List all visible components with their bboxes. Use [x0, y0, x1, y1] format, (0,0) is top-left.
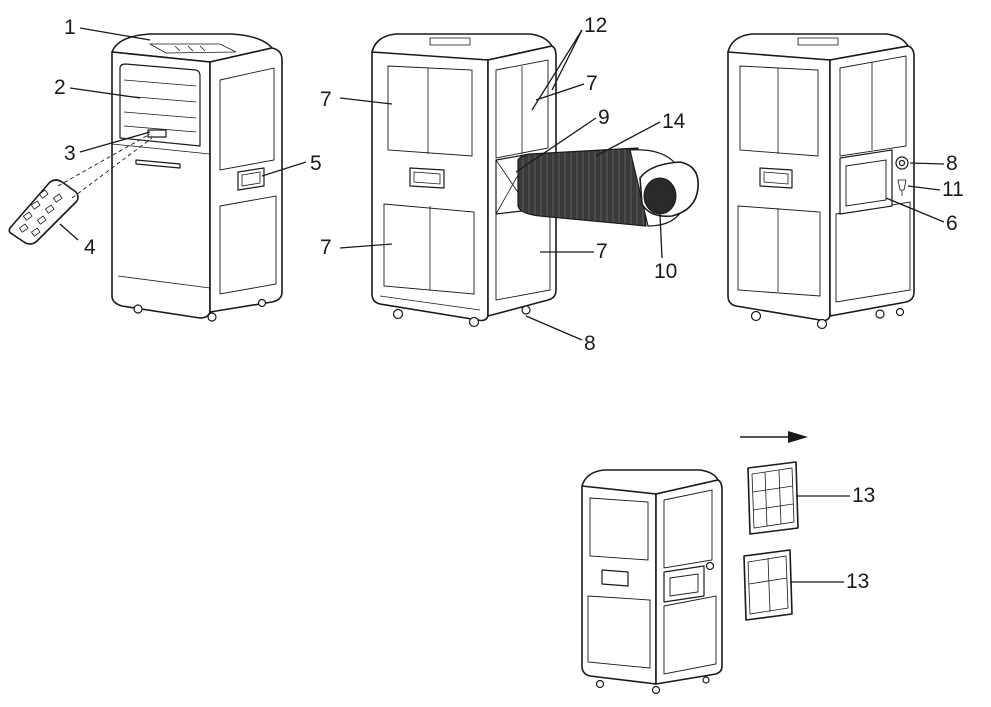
callout-13-upper: 13 — [852, 484, 875, 507]
callout-13-lower: 13 — [846, 570, 869, 593]
callout-11: 11 — [942, 178, 964, 201]
callout-10: 10 — [654, 260, 677, 283]
callout-5: 5 — [310, 152, 322, 175]
callout-7-lower-left: 7 — [320, 236, 332, 259]
callout-9: 9 — [598, 106, 610, 129]
callout-7-lower-right: 7 — [596, 240, 608, 263]
callout-12: 12 — [584, 14, 607, 37]
callout-7-upper-right: 7 — [586, 72, 598, 95]
callout-6: 6 — [946, 212, 958, 235]
arrow-right-icon — [740, 431, 808, 443]
callout-8-side: 8 — [584, 332, 596, 355]
callout-7-upper-left: 7 — [320, 88, 332, 111]
leader-lines — [59, 27, 945, 583]
callout-14: 14 — [662, 110, 686, 133]
side-view-with-hose — [371, 33, 699, 328]
callout-8-back: 8 — [946, 152, 958, 175]
callout-4: 4 — [84, 236, 96, 259]
callout-2: 2 — [54, 76, 66, 99]
callout-labels: 1 2 3 4 5 7 12 7 9 14 7 7 10 8 8 11 6 13… — [54, 14, 964, 593]
callout-3: 3 — [64, 142, 76, 165]
back-view — [727, 33, 915, 330]
filter-removal-view — [581, 461, 799, 695]
callout-1: 1 — [64, 16, 76, 39]
front-view — [8, 33, 283, 322]
